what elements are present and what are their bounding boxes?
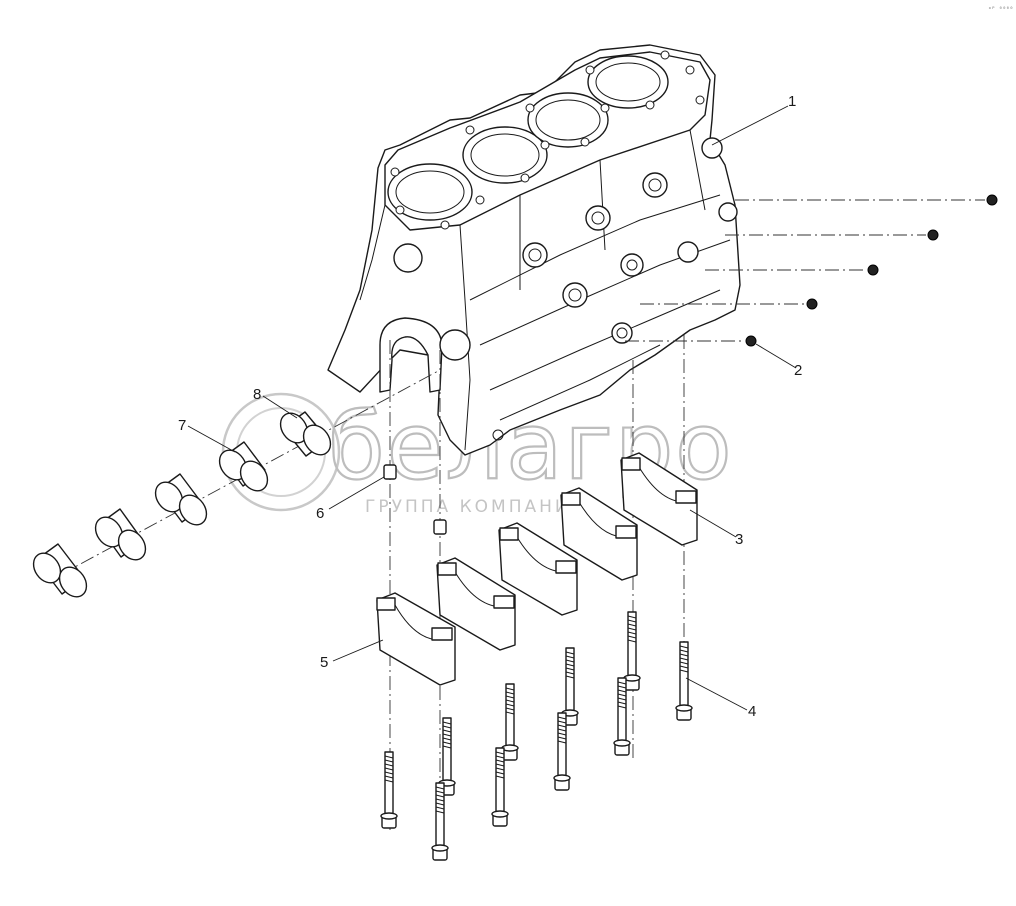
- bearing-cap-front: [620, 452, 698, 546]
- bushing-2: [94, 508, 147, 561]
- callout-3: 3: [735, 531, 743, 548]
- leader-lines: [187, 105, 797, 711]
- callout-2: 2: [794, 362, 802, 379]
- plug-2: [927, 229, 939, 241]
- plug-4: [806, 298, 818, 310]
- main-bearing-caps: [376, 335, 698, 760]
- bolt-9: [613, 677, 631, 756]
- bushing-3: [154, 473, 208, 526]
- watermark-tagline: ГРУППА КОМПАНИЙ: [365, 495, 586, 517]
- bearing-cap-4: [560, 487, 638, 581]
- callout-1: 1: [788, 93, 796, 110]
- cylinder-bore-4: [587, 55, 669, 109]
- plug-3: [867, 264, 879, 276]
- cylinder-bore-2: [462, 126, 548, 184]
- bearing-cap-2: [436, 557, 516, 651]
- callout-5: 5: [320, 654, 328, 671]
- callout-8: 8: [253, 386, 261, 403]
- bushing-8: [279, 411, 332, 457]
- cylinder-bore-1: [387, 163, 473, 221]
- bolt-5: [491, 747, 509, 827]
- bolt-10: [675, 641, 693, 721]
- bearing-cap-3: [498, 522, 578, 616]
- plug-5: [745, 335, 757, 347]
- bearing-cap-5: [376, 592, 456, 686]
- bushing-7: [218, 441, 269, 492]
- bolt-7: [553, 712, 571, 791]
- callout-6: 6: [316, 505, 324, 522]
- callout-4: 4: [748, 703, 756, 720]
- bolt-1: [380, 751, 398, 829]
- callouts: 1 2 3 4 5 6 7 8: [178, 93, 802, 720]
- bushing-1: [32, 543, 88, 598]
- cylinder-block: [327, 44, 741, 456]
- bolt-6: [561, 647, 579, 726]
- dowel-pins: [383, 340, 447, 860]
- callout-7: 7: [178, 417, 186, 434]
- bolt-3: [431, 782, 449, 861]
- plug-set: [625, 194, 998, 347]
- cylinder-bore-3: [527, 92, 609, 148]
- camshaft-bushings: [32, 369, 441, 598]
- plug-1: [986, 194, 998, 206]
- drawing-code: ᵒᴾ ⁰⁰⁰⁰: [988, 6, 1013, 13]
- bolt-4: [501, 683, 519, 761]
- main-bearing-bolts: [380, 611, 693, 861]
